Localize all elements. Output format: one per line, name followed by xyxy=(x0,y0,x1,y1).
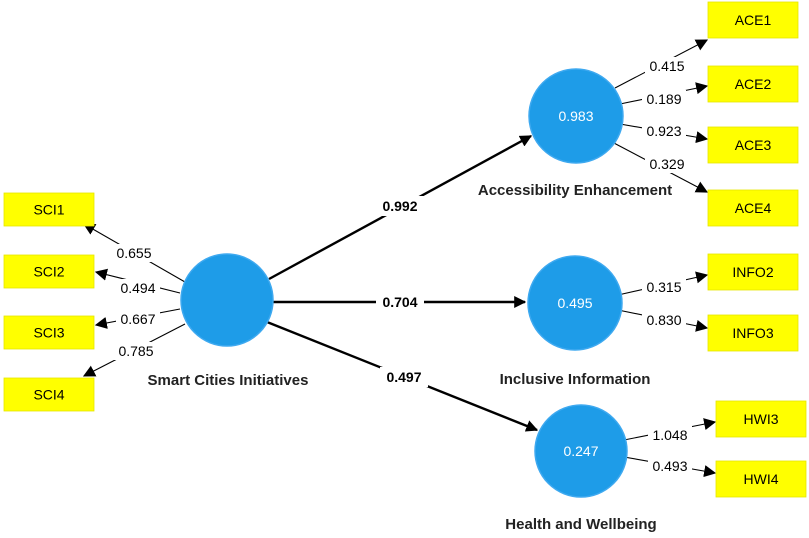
indicator-label: INFO2 xyxy=(732,264,773,280)
indicator-label: ACE2 xyxy=(735,76,772,92)
indicator-info3[interactable]: INFO3 xyxy=(707,314,799,352)
indicator-label: HWI4 xyxy=(744,471,779,487)
loading-value-ace3: 0.923 xyxy=(646,123,681,139)
loading-value-hwi4: 0.493 xyxy=(652,458,687,474)
loading-value-sci1: 0.655 xyxy=(116,245,151,261)
indicator-label: SCI1 xyxy=(33,202,64,218)
indicator-label: SCI2 xyxy=(33,264,64,280)
construct-health-and-wellbeing[interactable]: 0.247 xyxy=(534,404,628,498)
construct-inclusive-information[interactable]: 0.495 xyxy=(527,255,623,351)
indicator-hwi4[interactable]: HWI4 xyxy=(715,460,807,498)
construct-label-info: Inclusive Information xyxy=(500,371,651,388)
construct-r2-value: 0.247 xyxy=(563,443,598,459)
construct-r2-value: 0.495 xyxy=(557,295,592,311)
construct-label-ace: Accessibility Enhancement xyxy=(478,182,672,199)
construct-label-hwi: Health and Wellbeing xyxy=(505,516,656,533)
indicator-sci2[interactable]: SCI2 xyxy=(3,254,95,289)
indicator-ace2[interactable]: ACE2 xyxy=(707,65,799,103)
path-coef-sci-hwi: 0.497 xyxy=(386,369,421,385)
loading-value-ace2: 0.189 xyxy=(646,91,681,107)
indicator-ace3[interactable]: ACE3 xyxy=(707,126,799,164)
loading-value-ace1: 0.415 xyxy=(649,58,684,74)
indicator-sci1[interactable]: SCI1 xyxy=(3,192,95,227)
construct-accessibility-enhancement[interactable]: 0.983 xyxy=(528,68,624,164)
indicator-label: ACE1 xyxy=(735,12,772,28)
construct-smart-cities-initiatives[interactable] xyxy=(180,253,274,347)
loading-value-sci4: 0.785 xyxy=(118,343,153,359)
indicator-label: SCI4 xyxy=(33,387,64,403)
construct-r2-value: 0.983 xyxy=(558,108,593,124)
path-coef-sci-ace: 0.992 xyxy=(382,198,417,214)
loading-value-sci3: 0.667 xyxy=(120,311,155,327)
indicator-label: SCI3 xyxy=(33,325,64,341)
loading-value-info2: 0.315 xyxy=(646,279,681,295)
loading-value-hwi3: 1.048 xyxy=(652,427,687,443)
indicator-label: ACE3 xyxy=(735,137,772,153)
indicator-info2[interactable]: INFO2 xyxy=(707,253,799,291)
indicator-hwi3[interactable]: HWI3 xyxy=(715,400,807,438)
construct-label-sci: Smart Cities Initiatives xyxy=(148,372,309,389)
indicator-ace1[interactable]: ACE1 xyxy=(707,1,799,39)
indicator-label: INFO3 xyxy=(732,325,773,341)
indicator-sci3[interactable]: SCI3 xyxy=(3,315,95,350)
loading-value-info3: 0.830 xyxy=(646,312,681,328)
loading-value-sci2: 0.494 xyxy=(120,280,155,296)
path-coef-sci-info: 0.704 xyxy=(382,294,417,310)
loading-value-ace4: 0.329 xyxy=(649,156,684,172)
indicator-label: ACE4 xyxy=(735,200,772,216)
indicator-sci4[interactable]: SCI4 xyxy=(3,377,95,412)
indicator-label: HWI3 xyxy=(744,411,779,427)
indicator-ace4[interactable]: ACE4 xyxy=(707,189,799,227)
